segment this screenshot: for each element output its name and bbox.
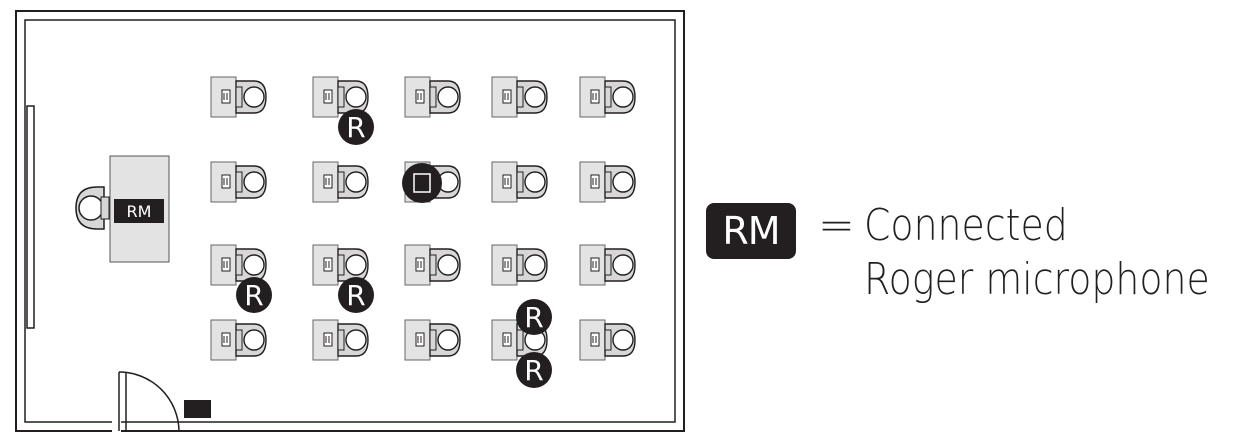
chair-icon bbox=[337, 165, 369, 199]
desk-icon bbox=[404, 76, 431, 118]
desk-device-icon bbox=[590, 174, 600, 189]
legend-equals: = bbox=[818, 200, 855, 251]
desk-device-icon bbox=[590, 89, 600, 104]
student-desk bbox=[210, 319, 267, 361]
desk-device-icon bbox=[415, 89, 425, 104]
student-desk bbox=[491, 244, 548, 286]
inner-wall bbox=[24, 19, 676, 423]
desk-device-icon bbox=[221, 174, 231, 189]
teacher-rm-label: RM bbox=[127, 202, 152, 221]
chair-icon bbox=[337, 80, 369, 114]
desk-device-icon bbox=[221, 89, 231, 104]
desk-device-icon bbox=[221, 332, 231, 347]
chair-icon bbox=[337, 248, 369, 282]
chair-icon bbox=[429, 323, 461, 357]
student-desk bbox=[579, 319, 636, 361]
student-desk bbox=[491, 76, 548, 118]
desk-device-icon bbox=[590, 332, 600, 347]
teacher-desk: RM bbox=[75, 155, 170, 263]
roger-mic-badge-letter: R bbox=[524, 301, 543, 334]
desk-device-icon bbox=[415, 332, 425, 347]
chair-icon bbox=[235, 80, 267, 114]
chair-icon bbox=[75, 186, 110, 230]
student-desk bbox=[491, 161, 548, 203]
student-desk bbox=[404, 76, 461, 118]
desk-device-icon bbox=[323, 332, 333, 347]
student-desk bbox=[579, 244, 636, 286]
chair-icon bbox=[235, 323, 267, 357]
legend-rm-badge: RM bbox=[706, 203, 796, 259]
teacher-rm-badge bbox=[114, 199, 164, 223]
chair-icon bbox=[604, 323, 636, 357]
door-icon bbox=[112, 370, 180, 432]
desk-device-icon bbox=[502, 332, 512, 347]
desk-device-icon bbox=[221, 257, 231, 272]
desk-device-icon bbox=[415, 257, 425, 272]
roger-mic-badge-icon: R bbox=[338, 277, 374, 313]
desk-device-icon bbox=[590, 257, 600, 272]
student-desk bbox=[579, 76, 636, 118]
roger-mic-badge-icon: R bbox=[516, 352, 552, 388]
desk-device-icon bbox=[502, 174, 512, 189]
desk-device-icon bbox=[323, 257, 333, 272]
roger-mic-badge-letter: R bbox=[346, 111, 365, 144]
chair-icon bbox=[429, 80, 461, 114]
outlet-icon bbox=[184, 400, 211, 418]
roger-mic-badge-letter: R bbox=[244, 279, 263, 312]
outer-wall bbox=[15, 10, 685, 432]
dark-marker-icon bbox=[402, 163, 442, 203]
roger-mic-badge-icon: R bbox=[516, 299, 552, 335]
chair-icon bbox=[516, 248, 548, 282]
chair-icon bbox=[429, 248, 461, 282]
whiteboard-icon bbox=[26, 105, 35, 329]
student-desk bbox=[210, 76, 267, 118]
student-desk bbox=[210, 244, 267, 286]
student-desk bbox=[312, 319, 369, 361]
chair-icon bbox=[337, 323, 369, 357]
roger-mic-badge-icon: R bbox=[338, 109, 374, 145]
desk-device-icon bbox=[502, 89, 512, 104]
student-desk bbox=[210, 161, 267, 203]
legend-text-line1: Connected bbox=[864, 200, 1068, 251]
legend: RM = Connected Roger microphone bbox=[706, 198, 1246, 318]
student-desk bbox=[404, 319, 461, 361]
roger-mic-badge-letter: R bbox=[524, 354, 543, 387]
desk-device-icon bbox=[323, 89, 333, 104]
chair-icon bbox=[516, 165, 548, 199]
desk-device-icon bbox=[502, 257, 512, 272]
desk-device-icon bbox=[323, 174, 333, 189]
chair-icon bbox=[235, 165, 267, 199]
roger-mic-badge-icon: R bbox=[236, 277, 272, 313]
roger-mic-badge-letter: R bbox=[346, 279, 365, 312]
student-desk bbox=[312, 76, 369, 118]
desk-icon bbox=[312, 76, 339, 118]
student-desk bbox=[312, 161, 369, 203]
student-desk bbox=[579, 161, 636, 203]
legend-text-line2: Roger microphone bbox=[864, 254, 1210, 305]
chair-icon bbox=[235, 248, 267, 282]
student-desk bbox=[404, 244, 461, 286]
chair-icon bbox=[604, 80, 636, 114]
chair-icon bbox=[516, 80, 548, 114]
chair-icon bbox=[604, 248, 636, 282]
chair-icon bbox=[604, 165, 636, 199]
